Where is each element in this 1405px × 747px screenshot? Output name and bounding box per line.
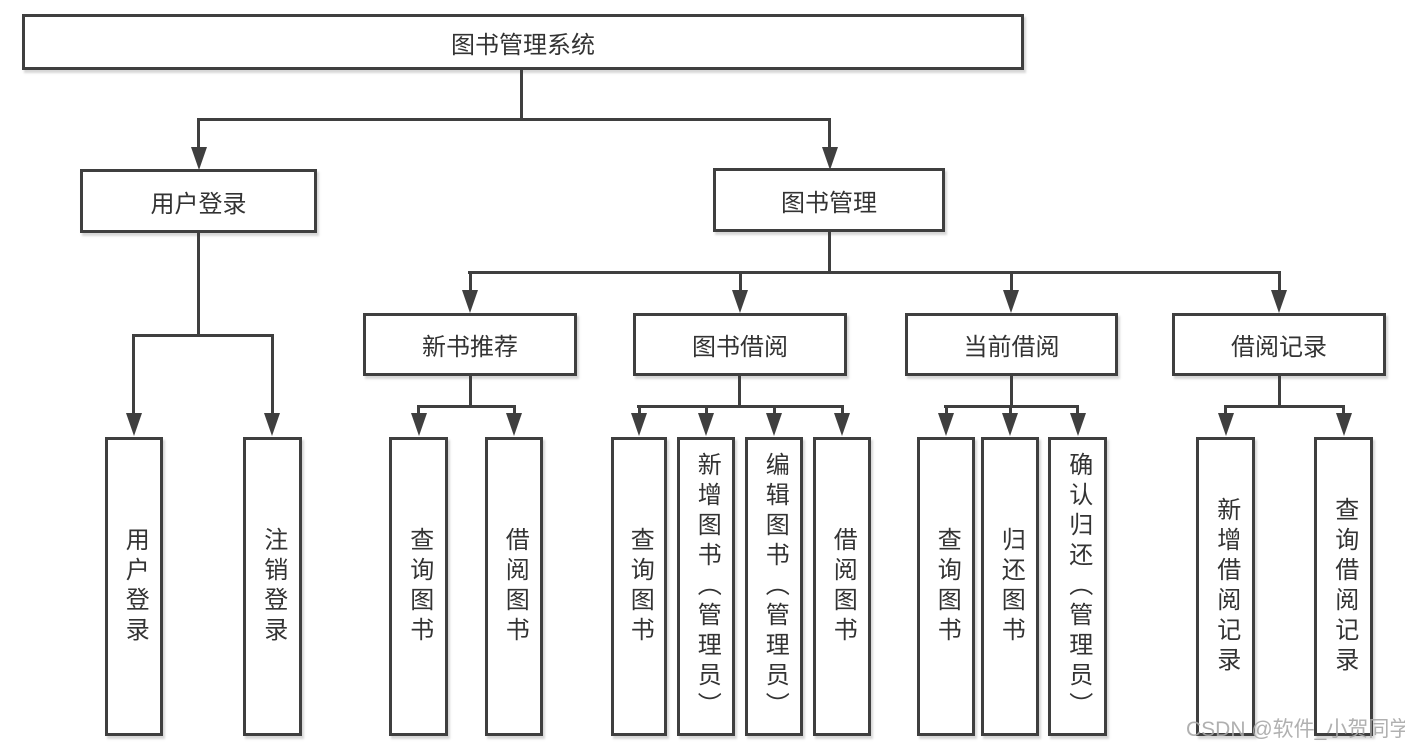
node-user-login-label: 用户登录 [150,190,247,218]
leaf-borrow-books-label: 借阅图书 [829,526,857,647]
connector-line [638,405,641,415]
connector-line [738,376,741,407]
connector-line [1009,405,1012,415]
connector-line [417,405,420,415]
connector-line [469,271,472,292]
connector-line [1010,376,1013,407]
arrow-down-icon [462,290,478,313]
leaf-borrow-books: 借阅图书 [813,437,871,736]
node-book-management-label: 图书管理 [781,189,877,217]
arrow-down-icon [766,413,782,436]
connector-line [468,271,1281,274]
node-current-borrowing-label: 当前借阅 [963,334,1060,361]
arrow-down-icon [1003,290,1019,313]
node-library-system-label: 图书管理系统 [451,31,595,59]
arrow-down-icon [1336,413,1352,436]
node-borrowing-records: 借阅记录 [1172,313,1386,376]
connector-line [132,334,135,414]
node-new-book-recommendation-label: 新书推荐 [422,334,518,361]
leaf-query-books-borrowing-label: 查询图书 [626,526,654,647]
connector-line [1278,271,1281,292]
leaf-query-books-borrowing: 查询图书 [611,437,667,736]
connector-line [828,232,831,273]
connector-line [739,271,742,292]
connector-line [271,334,274,414]
arrow-down-icon [938,413,954,436]
arrow-down-icon [126,413,142,436]
connector-line [637,405,844,408]
leaf-add-borrow-record: 新增借阅记录 [1196,437,1255,736]
connector-line [1224,405,1345,408]
leaf-logout: 注销登录 [243,437,302,736]
connector-line [469,376,472,407]
arrow-down-icon [506,413,522,436]
node-current-borrowing: 当前借阅 [905,313,1118,376]
connector-line [1224,405,1227,415]
leaf-query-borrow-record: 查询借阅记录 [1314,437,1373,736]
leaf-user-login: 用户登录 [105,437,163,736]
node-book-borrowing-label: 图书借阅 [692,334,788,361]
connector-line [1010,271,1013,292]
arrow-down-icon [698,413,714,436]
arrow-down-icon [732,290,748,313]
arrow-down-icon [191,147,207,170]
connector-line [132,334,274,337]
arrow-down-icon [264,413,280,436]
connector-line [197,118,200,149]
arrow-down-icon [1002,413,1018,436]
leaf-add-books-admin-label: 新增图书（管理员） [693,451,721,722]
leaf-add-borrow-record-label: 新增借阅记录 [1212,496,1240,677]
node-book-management: 图书管理 [713,168,945,232]
connector-line [705,405,708,415]
leaf-query-books-current: 查询图书 [917,437,975,736]
connector-line [1278,376,1281,407]
leaf-logout-label: 注销登录 [259,526,287,647]
node-user-login: 用户登录 [80,169,317,233]
connector-line [197,118,831,121]
watermark: CSDN @软件_小贺同学 [1186,718,1405,741]
leaf-query-books-recommend: 查询图书 [389,437,448,736]
connector-line [1342,405,1345,415]
arrow-down-icon [1070,413,1086,436]
connector-line [197,233,200,336]
leaf-borrow-books-recommend: 借阅图书 [485,437,543,736]
arrow-down-icon [1271,290,1287,313]
node-new-book-recommendation: 新书推荐 [363,313,577,376]
leaf-edit-books-admin-label: 编辑图书（管理员） [761,451,789,722]
connector-line [417,405,516,408]
connector-line [1076,405,1079,415]
arrow-down-icon [1218,413,1234,436]
node-borrowing-records-label: 借阅记录 [1231,334,1327,361]
leaf-return-books-label: 归还图书 [997,526,1025,647]
leaf-confirm-return-admin: 确认归还（管理员） [1048,437,1107,736]
leaf-add-books-admin: 新增图书（管理员） [677,437,735,736]
leaf-query-books-current-label: 查询图书 [933,526,961,647]
arrow-down-icon [631,413,647,436]
connector-line [828,118,831,149]
leaf-user-login-label: 用户登录 [121,526,149,647]
connector-line [773,405,776,415]
leaf-confirm-return-admin-label: 确认归还（管理员） [1064,451,1092,722]
leaf-return-books: 归还图书 [981,437,1039,736]
leaf-query-borrow-record-label: 查询借阅记录 [1330,496,1358,677]
connector-line [945,405,948,415]
leaf-borrow-books-recommend-label: 借阅图书 [501,526,529,647]
connector-line [841,405,844,415]
node-book-borrowing: 图书借阅 [633,313,847,376]
arrow-down-icon [411,413,427,436]
node-library-system: 图书管理系统 [22,14,1024,70]
connector-line [520,70,523,120]
arrow-down-icon [822,147,838,170]
leaf-query-books-recommend-label: 查询图书 [405,526,433,647]
arrow-down-icon [834,413,850,436]
connector-line [513,405,516,415]
leaf-edit-books-admin: 编辑图书（管理员） [745,437,803,736]
